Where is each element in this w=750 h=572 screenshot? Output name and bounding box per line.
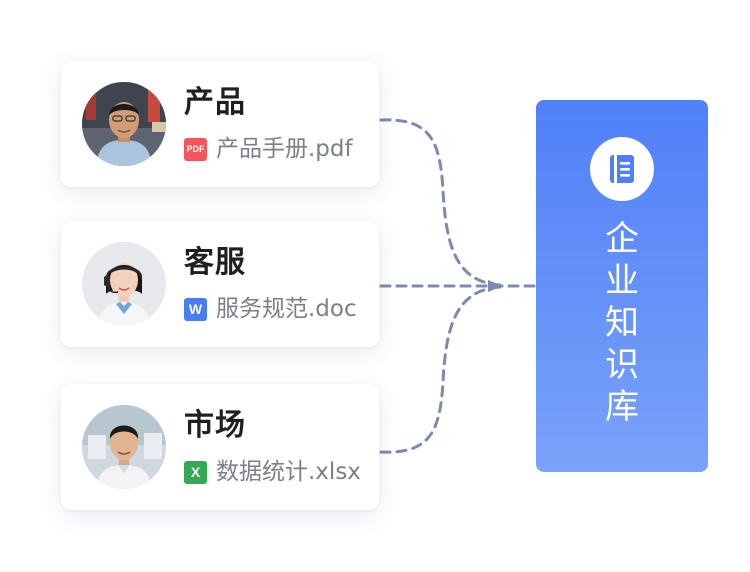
card-title: 客服: [184, 245, 246, 280]
avatar-market: [82, 405, 166, 489]
notebook-icon: [590, 137, 654, 201]
kb-title-char: 知: [605, 303, 639, 343]
kb-title-char: 企: [605, 219, 639, 259]
kb-title-char: 业: [605, 261, 639, 301]
knowledge-base-title: 企 业 知 识 库: [536, 218, 708, 428]
file-row[interactable]: W 服务规范.doc: [184, 295, 357, 323]
file-name: 数据统计.xlsx: [216, 459, 361, 485]
connector-market: [379, 285, 502, 454]
avatar-service: [82, 242, 166, 326]
file-name: 服务规范.doc: [216, 296, 357, 322]
pdf-file-icon: PDF: [184, 137, 207, 161]
file-row[interactable]: X 数据统计.xlsx: [184, 458, 361, 486]
knowledge-base-panel[interactable]: 企 业 知 识 库: [536, 100, 708, 472]
avatar-product: [82, 82, 166, 166]
card-title: 产品: [184, 85, 246, 120]
card-title: 市场: [184, 408, 246, 443]
card-service[interactable]: 客服 W 服务规范.doc: [61, 221, 379, 347]
connector-product: [379, 118, 502, 287]
word-file-icon: W: [184, 297, 207, 321]
file-name: 产品手册.pdf: [216, 136, 353, 162]
excel-file-icon: X: [184, 460, 207, 484]
card-market[interactable]: 市场 X 数据统计.xlsx: [61, 384, 379, 510]
card-product[interactable]: 产品 PDF 产品手册.pdf: [61, 61, 379, 187]
kb-title-char: 库: [605, 387, 639, 427]
file-row[interactable]: PDF 产品手册.pdf: [184, 135, 353, 163]
kb-title-char: 识: [605, 345, 639, 385]
connector-arrow-icon: [488, 280, 502, 292]
